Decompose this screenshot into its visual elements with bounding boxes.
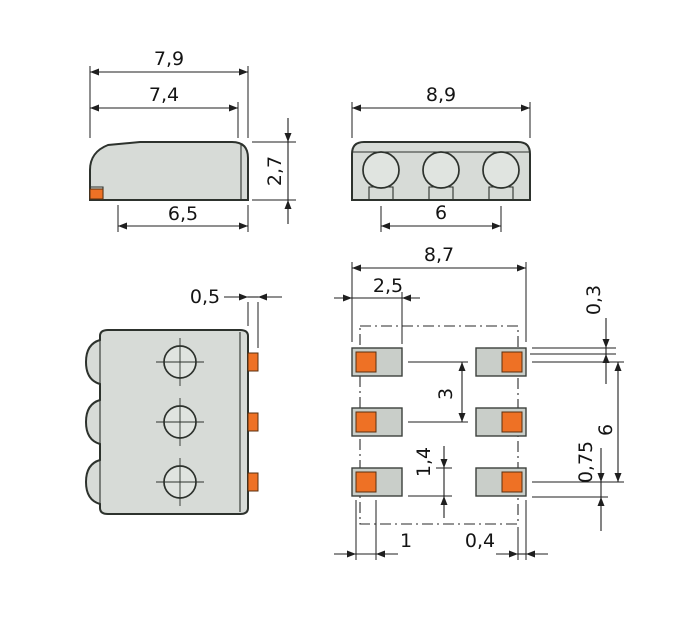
footprint-contact-right-2: [501, 411, 523, 433]
footprint-contact-right-1: [501, 351, 523, 373]
front-view-pole-opening-1: [362, 151, 400, 189]
top-view: 0,5: [84, 286, 282, 515]
dim-label-front-width: 8,9: [426, 84, 456, 106]
top-view-solder-pad-1: [247, 352, 259, 372]
dim-label-side-base-width: 6,5: [168, 203, 198, 225]
dim-label-side-upper-width: 7,4: [149, 84, 179, 106]
dim-label-side-total-width: 7,9: [154, 48, 184, 70]
dim-label-fp-bottom-offset: 0,75: [575, 441, 597, 483]
dim-label-side-height: 2,7: [264, 156, 286, 186]
dim-label-fp-row-pitch: 3: [435, 388, 457, 400]
dim-label-fp-row-span: 6: [595, 424, 617, 436]
dim-label-fp-pad-height: 1,4: [413, 447, 435, 477]
footprint-contact-left-2: [355, 411, 377, 433]
dim-label-pad-protrusion: 0,5: [190, 286, 220, 308]
side-view-extension-lines: [89, 66, 296, 232]
footprint-contact-right-3: [501, 471, 523, 493]
side-view: 7,9 7,4 6,5 2,7: [89, 48, 296, 232]
top-view-solder-pad-2: [247, 412, 259, 432]
front-view-pole-opening-2: [422, 151, 460, 189]
dim-label-fp-pad-length: 2,5: [373, 275, 403, 297]
dim-label-fp-overhang: 0,4: [465, 530, 495, 552]
front-view-pole-opening-3: [482, 151, 520, 189]
top-view-inner-lines: [99, 332, 241, 512]
top-view-solder-pad-3: [247, 472, 259, 492]
top-view-crosshairs: [156, 338, 204, 506]
dim-label-front-pole-span: 6: [435, 202, 447, 224]
dim-label-fp-contact-width: 1: [400, 530, 412, 552]
footprint-view: 8,7 2,5 0,3 6 0,75 3 1,4 1 0,4: [334, 244, 624, 560]
footprint-contact-left-1: [355, 351, 377, 373]
top-view-extension-lines: [247, 302, 259, 348]
front-view-extension-lines: [351, 102, 531, 232]
front-view: 8,9 6: [351, 84, 531, 232]
dim-label-fp-top-offset: 0,3: [583, 285, 605, 315]
dim-label-fp-overall-width: 8,7: [424, 244, 454, 266]
side-view-body: [89, 141, 249, 201]
side-view-solder-pad: [89, 188, 104, 200]
footprint-contact-left-3: [355, 471, 377, 493]
